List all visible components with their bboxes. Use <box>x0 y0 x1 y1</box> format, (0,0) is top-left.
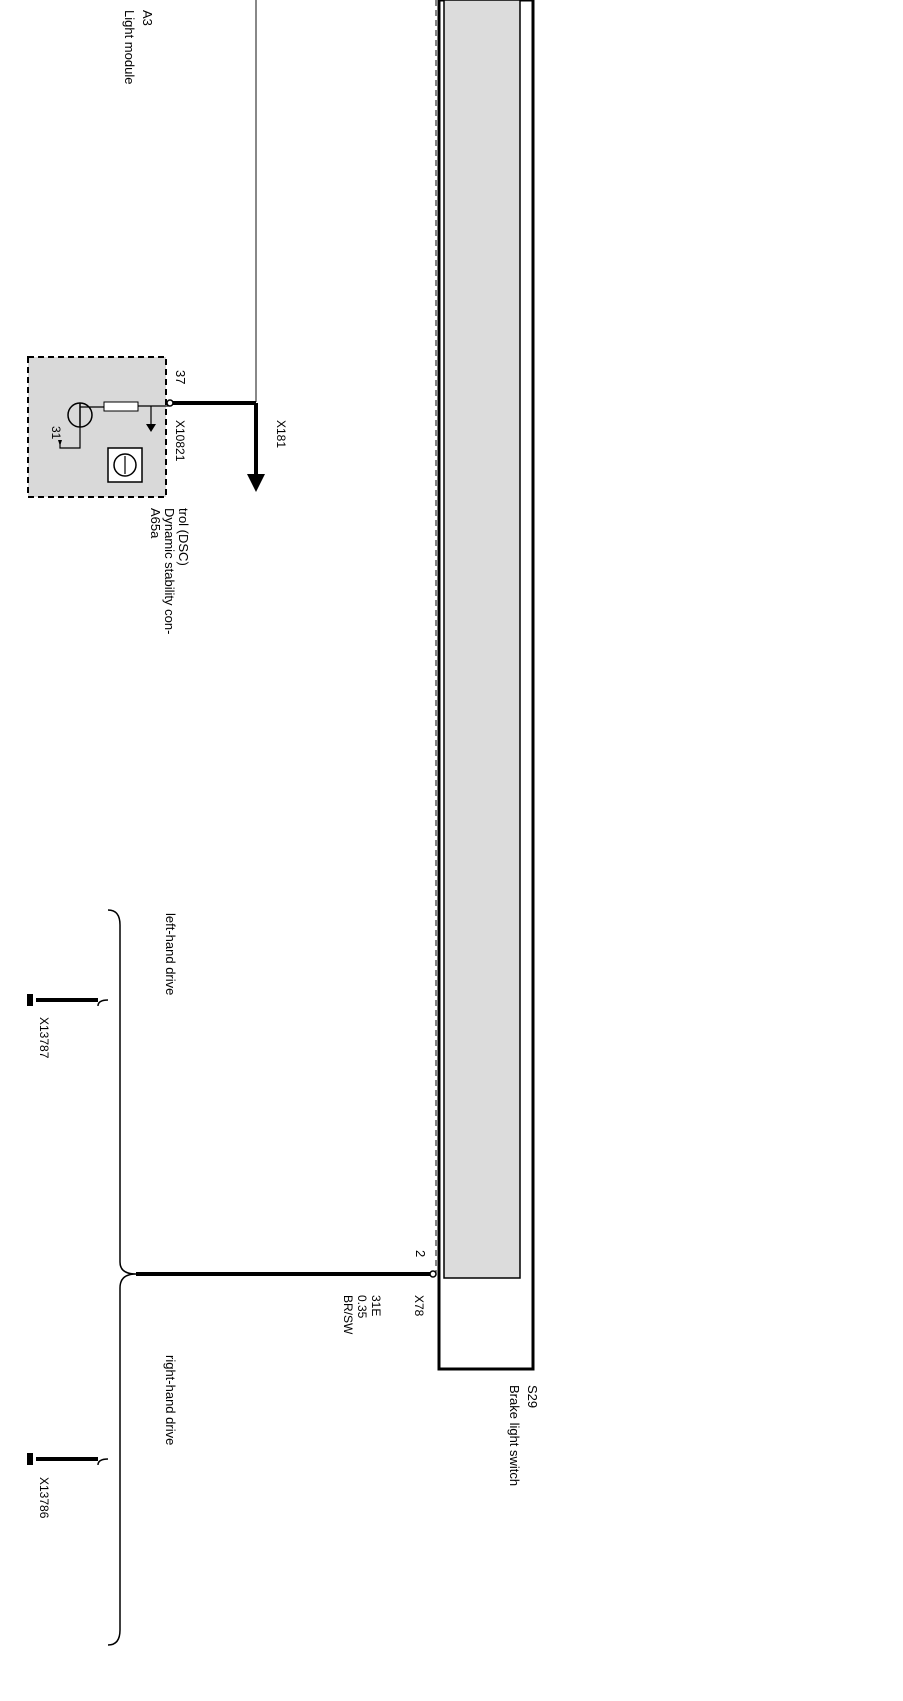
brake-connector-label: X78 <box>412 1295 426 1317</box>
resistor-icon <box>103 401 139 412</box>
x181-arrow-icon <box>247 474 265 492</box>
light-module-inner-body <box>443 0 521 1279</box>
dsc-pin-terminal <box>166 399 174 407</box>
brake-pin-2: 2 <box>413 1250 428 1257</box>
wire-size: 0.35 <box>355 1295 369 1319</box>
left-ground-hook <box>97 999 109 1007</box>
left-ground-icon <box>27 994 33 1006</box>
right-ground-hook <box>97 1458 109 1466</box>
ground-arrow-icon <box>58 440 62 446</box>
dsc-pin-37: 37 <box>173 370 188 384</box>
right-drive-label: right-hand drive <box>163 1355 178 1445</box>
dsc-name-cont: trol (DSC) <box>176 508 191 566</box>
left-drive-label: left-hand drive <box>163 913 178 995</box>
brake-switch-id: S29 <box>525 1385 540 1408</box>
left-ground-connector: X13787 <box>37 1017 51 1059</box>
right-ground-connector: X13786 <box>37 1477 51 1519</box>
dsc-name: Dynamic stability con- <box>162 508 177 634</box>
diode-arrow-icon <box>146 424 156 432</box>
dsc-connector-label: X10821 <box>173 420 187 462</box>
light-module-id: A3 <box>140 10 155 26</box>
brake-switch-label: S29 Brake light switch <box>507 1385 540 1486</box>
brake-pin-terminal <box>429 1270 437 1278</box>
brake-wire-spec: 31E 0.35 BR/SW <box>341 1295 383 1335</box>
wire-code: 31E <box>369 1295 383 1316</box>
x181-label: X181 <box>274 420 288 448</box>
light-module <box>435 0 535 1371</box>
dsc-module-box <box>27 356 167 498</box>
brake-switch-name: Brake light switch <box>507 1385 522 1486</box>
dsc-module: 31 <box>27 356 170 498</box>
dsc-ground-pin: 31 <box>49 426 63 440</box>
wire-color: BR/SW <box>341 1295 355 1335</box>
light-module-label: A3 Light module <box>122 10 155 84</box>
dsc-device-circle <box>113 453 137 477</box>
right-ground-icon <box>27 1453 33 1465</box>
dsc-id: A65a <box>148 508 163 539</box>
dsc-label: A65a Dynamic stability con- trol (DSC) <box>148 508 191 634</box>
ground-brace <box>107 909 137 1646</box>
light-module-name: Light module <box>122 10 137 84</box>
